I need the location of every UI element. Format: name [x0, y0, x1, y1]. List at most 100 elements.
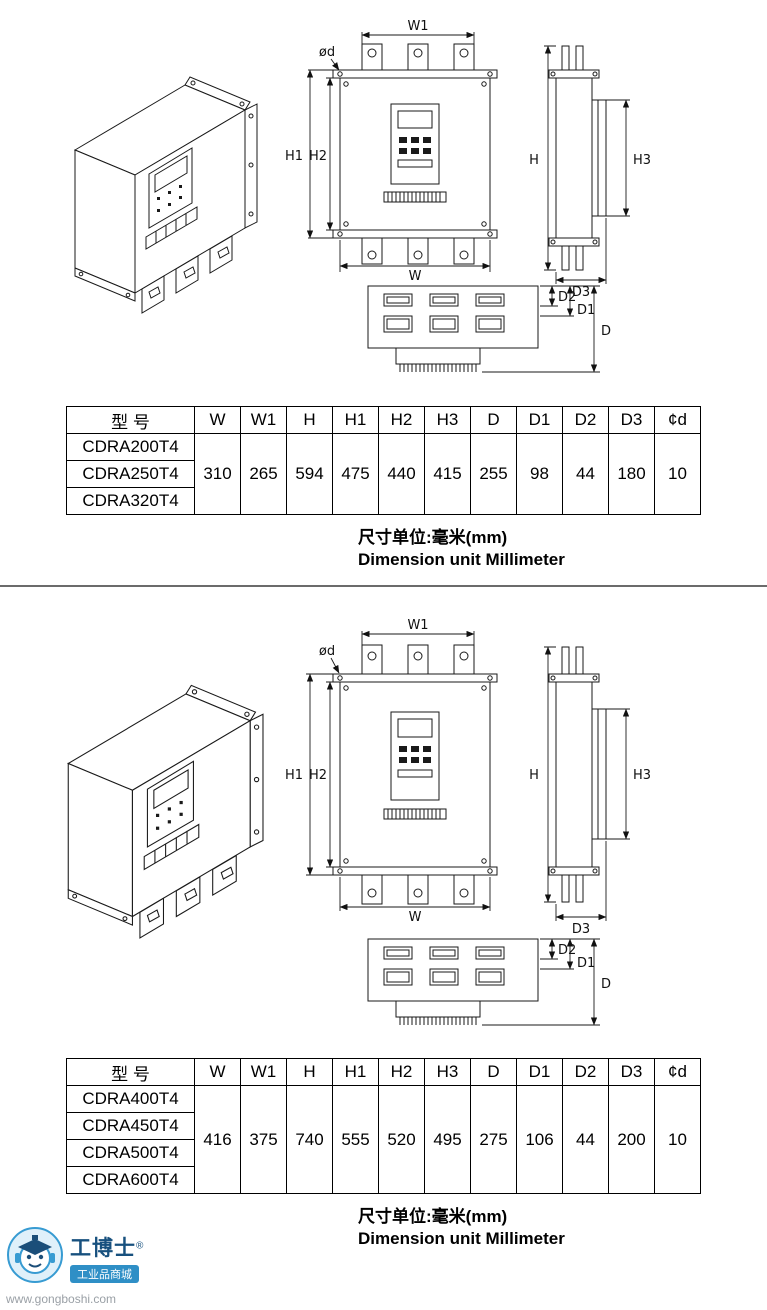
value-cell: 416 [194, 1085, 241, 1195]
bottom-view: D2 D1 D [367, 285, 611, 373]
value-cell: 594 [286, 433, 333, 515]
dimension-table-large: 型 号 W W1 H H1 H2 H3 D D1 D2 D3 ¢d CDRA40… [66, 1058, 701, 1195]
header-cell: D1 [516, 1058, 563, 1087]
model-name: CDRA500T4 [66, 1139, 195, 1168]
header-cell: W [194, 406, 241, 434]
dim-label-phid: ød [319, 644, 335, 659]
value-cell: 98 [516, 433, 563, 515]
section-small-models: W1 ød H1 H2 W [0, 0, 767, 571]
header-cell: H [286, 1058, 333, 1087]
header-cell: D3 [608, 1058, 655, 1087]
dim-label-d: D [601, 324, 611, 339]
side-view: H H3 D3 [529, 646, 651, 937]
unit-note: 尺寸单位:毫米(mm) Dimension unit Millimeter [358, 527, 565, 571]
section-large-models: W1 ød H1 H2 W [0, 587, 767, 1250]
isometric-view [67, 684, 264, 940]
table-row: CDRA600T4 [66, 1166, 701, 1195]
value-cell: 255 [470, 433, 517, 515]
dim-label-d3: D3 [572, 285, 590, 300]
header-cell: H3 [424, 1058, 471, 1087]
dim-label-h: H [529, 153, 539, 168]
value-cell: 495 [424, 1085, 471, 1195]
watermark: 工博士® 工业品商城 www.gongboshi.com [6, 1226, 166, 1306]
table-row: CDRA200T4 310 265 594 475 440 415 255 98… [66, 433, 701, 515]
value-cell: 44 [562, 1085, 609, 1195]
dim-label-d3: D3 [572, 922, 590, 937]
site-url: www.gongboshi.com [6, 1292, 117, 1306]
table-row: CDRA400T4 416 375 740 555 520 495 275 10… [66, 1085, 701, 1195]
header-cell: W1 [240, 406, 287, 434]
value-cell: 106 [516, 1085, 563, 1195]
header-cell: H2 [378, 406, 425, 434]
model-name: CDRA320T4 [66, 487, 195, 515]
header-model: 型 号 [66, 1058, 195, 1087]
table-header-row: 型 号 W W1 H H1 H2 H3 D D1 D2 D3 ¢d [66, 1058, 701, 1087]
header-cell: H1 [332, 1058, 379, 1087]
side-view: H H3 D3 [529, 45, 651, 300]
value-cell: 180 [608, 433, 655, 515]
dim-label-d2: D2 [558, 290, 576, 305]
unit-note-cn: 尺寸单位:毫米(mm) [358, 528, 508, 547]
value-cell: 10 [654, 433, 701, 515]
header-cell: H1 [332, 406, 379, 434]
header-cell: W1 [240, 1058, 287, 1087]
value-cell: 10 [654, 1085, 701, 1195]
header-cell: D2 [562, 406, 609, 434]
value-cell: 310 [194, 433, 241, 515]
dim-label-phid: ød [319, 45, 335, 60]
dim-label-w1: W1 [407, 19, 428, 34]
header-cell: ¢d [654, 406, 701, 434]
brand-name: 工博士 [70, 1237, 136, 1260]
unit-note: 尺寸单位:毫米(mm) Dimension unit Millimeter [358, 1206, 565, 1250]
value-cell: 475 [332, 433, 379, 515]
section-divider [0, 585, 767, 588]
dim-label-h1: H1 [285, 768, 303, 783]
value-cell: 200 [608, 1085, 655, 1195]
unit-note-en: Dimension unit Millimeter [358, 550, 565, 570]
engineering-drawing-large: W1 ød H1 H2 W [67, 618, 651, 1026]
bottom-view: D2 D1 D [367, 938, 611, 1026]
value-cell: 44 [562, 433, 609, 515]
value-cell: 555 [332, 1085, 379, 1195]
table-row: CDRA320T4 [66, 487, 701, 515]
header-cell: ¢d [654, 1058, 701, 1087]
front-view: W1 ød H1 H2 W [285, 19, 498, 284]
dim-label-d1: D1 [577, 303, 595, 318]
value-cell: 415 [424, 433, 471, 515]
value-cell: 265 [240, 433, 287, 515]
model-name: CDRA400T4 [66, 1085, 195, 1114]
unit-note-cn: 尺寸单位:毫米(mm) [358, 1207, 508, 1227]
value-cell: 520 [378, 1085, 425, 1195]
value-cell: 375 [240, 1085, 287, 1195]
isometric-view [73, 76, 258, 314]
header-cell: D [470, 1058, 517, 1087]
dimension-table-small: 型 号 W W1 H H1 H2 H3 D D1 D2 D3 ¢d CDRA20… [66, 406, 701, 515]
header-cell: D3 [608, 406, 655, 434]
unit-note-en: Dimension unit Millimeter [358, 1229, 565, 1249]
model-name: CDRA200T4 [66, 433, 195, 461]
header-cell: H [286, 406, 333, 434]
dim-label-d: D [601, 977, 611, 992]
header-cell: H3 [424, 406, 471, 434]
header-cell: H2 [378, 1058, 425, 1087]
dim-label-h2: H2 [309, 768, 327, 783]
header-cell: D2 [562, 1058, 609, 1087]
dim-label-d1: D1 [577, 956, 595, 971]
table-header-row: 型 号 W W1 H H1 H2 H3 D D1 D2 D3 ¢d [66, 406, 701, 434]
model-name: CDRA450T4 [66, 1112, 195, 1141]
header-model: 型 号 [66, 406, 195, 434]
dim-label-h3: H3 [633, 768, 651, 783]
dim-label-w1: W1 [407, 618, 428, 633]
dim-label-d2: D2 [558, 943, 576, 958]
front-view: W1 ød H1 H2 W [285, 618, 498, 925]
dim-label-h: H [529, 768, 539, 783]
dim-label-h2: H2 [309, 149, 327, 164]
dim-label-h3: H3 [633, 153, 651, 168]
table-row: CDRA500T4 [66, 1139, 701, 1168]
model-name: CDRA600T4 [66, 1166, 195, 1195]
value-cell: 275 [470, 1085, 517, 1195]
engineering-drawing-small: W1 ød H1 H2 W [73, 19, 651, 373]
header-cell: D1 [516, 406, 563, 434]
dim-label-w: W [409, 910, 422, 925]
header-cell: W [194, 1058, 241, 1087]
